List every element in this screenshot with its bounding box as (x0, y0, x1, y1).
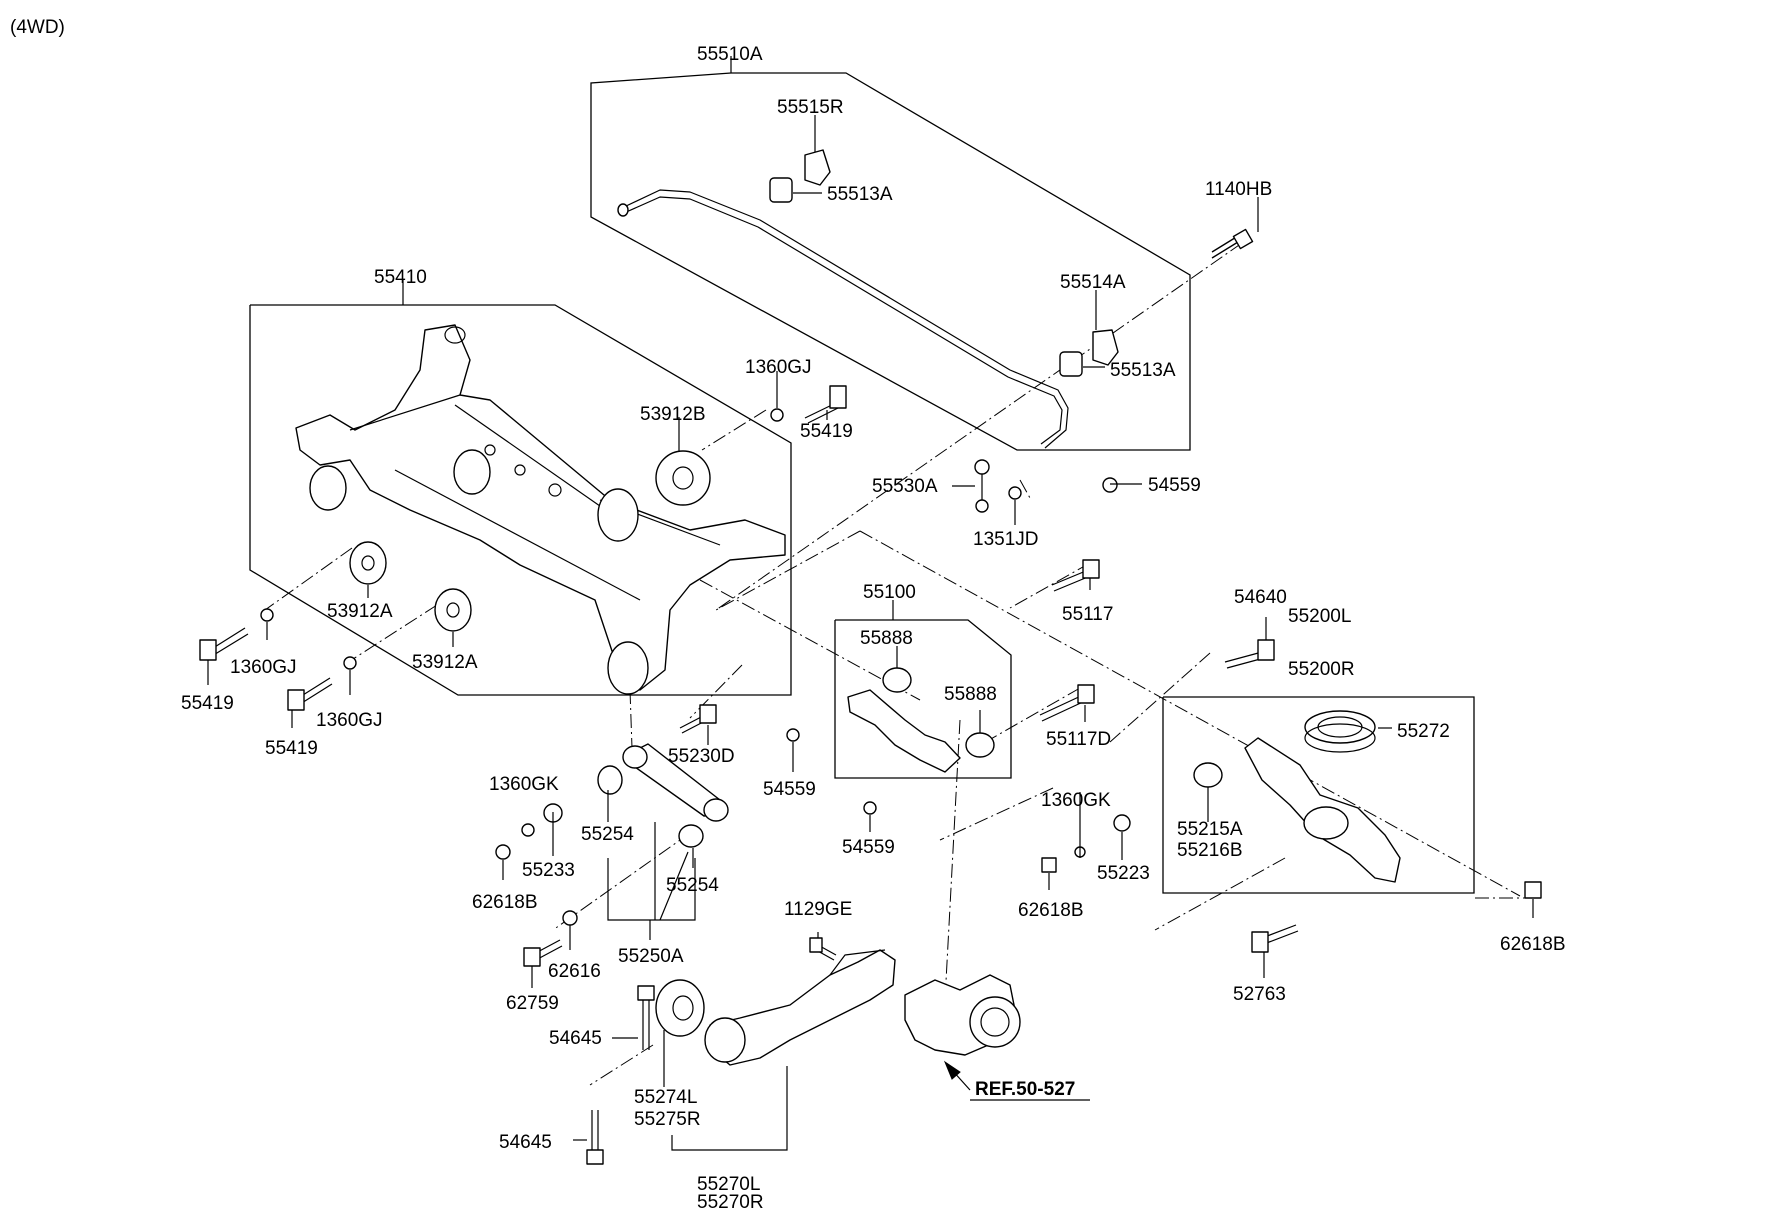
text-labels: (4WD) 55510A 55515R 55513A 1140HB 55514A… (10, 17, 1566, 1211)
bolt-55419-a (199, 608, 274, 661)
label-55530A: 55530A (872, 476, 938, 497)
label-55419-top: 55419 (800, 421, 853, 442)
label-1129GE: 1129GE (784, 899, 852, 920)
crossmember-bushing-53912B (655, 450, 711, 506)
label-1360GK-b: 1360GK (1041, 790, 1111, 811)
label-1351JD: 1351JD (973, 529, 1039, 550)
bolt-52763 (1251, 924, 1299, 953)
label-55513A-right: 55513A (1110, 360, 1176, 381)
group-boxes (249, 56, 1475, 1151)
label-52763: 52763 (1233, 984, 1286, 1005)
label-53912A-b: 53912A (412, 652, 478, 673)
label-55223: 55223 (1097, 863, 1150, 884)
crossmember-bushing-53912A-a (349, 541, 387, 585)
lower-arm-assy-box (1162, 696, 1475, 894)
bolt-1140HB (1211, 228, 1254, 259)
bolt-54640 (1224, 639, 1275, 669)
bolt-55419-top (770, 385, 847, 424)
label-53912A-a: 53912A (327, 601, 393, 622)
label-1360GK-a: 1360GK (489, 774, 559, 795)
label-55216B: 55216B (1177, 840, 1243, 861)
upper-arm-assy-box (834, 619, 1012, 779)
bolt-55419-b (287, 656, 357, 711)
bolt-55117D (1039, 684, 1095, 722)
label-55515R: 55515R (777, 97, 844, 118)
nut-62618B-b (1041, 857, 1057, 873)
label-1360GJ-b: 1360GJ (316, 710, 383, 731)
trailing-arm-bracket (671, 1066, 788, 1151)
stabilizer-assy-box (590, 72, 1191, 451)
crossmember-assy-box (249, 304, 792, 696)
label-55410: 55410 (374, 267, 427, 288)
stabilizer-link (974, 459, 1118, 513)
label-55200L: 55200L (1288, 606, 1351, 627)
label-1360GJ-a: 1360GJ (230, 657, 297, 678)
label-55888-b: 55888 (944, 684, 997, 705)
label-55250A: 55250A (618, 946, 684, 967)
label-55274L: 55274L (634, 1087, 697, 1108)
label-62618B-b: 62618B (1018, 900, 1084, 921)
label-55419-a: 55419 (181, 693, 234, 714)
label-55215A: 55215A (1177, 819, 1243, 840)
label-62616: 62616 (548, 961, 601, 982)
knuckle-hub (904, 974, 1021, 1056)
label-62618B-c: 62618B (1500, 934, 1566, 955)
bushing-55274L (655, 979, 705, 1037)
bolt-55117 (1051, 559, 1100, 592)
label-55270L: 55270L (697, 1174, 760, 1195)
lower-arm (1074, 737, 1401, 883)
assist-arm (495, 743, 729, 926)
label-55510A: 55510A (697, 44, 763, 65)
label-54645-b: 54645 (499, 1132, 552, 1153)
leader-lines (207, 115, 1534, 1141)
assist-arm-bracket (607, 858, 696, 921)
label-55272: 55272 (1397, 721, 1450, 742)
label-55100: 55100 (863, 582, 916, 603)
bolt-1129GE (809, 937, 837, 961)
label-55419-b: 55419 (265, 738, 318, 759)
label-54640: 54640 (1234, 587, 1287, 608)
label-62759: 62759 (506, 993, 559, 1014)
label-55117: 55117 (1062, 604, 1113, 625)
label-54645-a: 54645 (549, 1028, 602, 1049)
label-1360GJ-top: 1360GJ (745, 357, 812, 378)
trailing-arm (704, 949, 896, 1066)
reference-arrow (943, 1060, 1090, 1101)
label-55514A: 55514A (1060, 272, 1126, 293)
spring-seat-55272 (1304, 710, 1376, 753)
bolt-55230D (679, 704, 717, 734)
bolt-54645-b (586, 1110, 604, 1165)
bolt-54645-a (637, 985, 655, 1050)
label-55254-b: 55254 (666, 875, 719, 896)
stabilizer-bar (617, 189, 1069, 449)
label-54559-top: 54559 (1148, 475, 1201, 496)
label-54559-mid: 54559 (763, 779, 816, 800)
label-54559-low: 54559 (842, 837, 895, 858)
label-55888-a: 55888 (860, 628, 913, 649)
crossmember-bushing-53912A-b (434, 588, 472, 632)
nut-62618B-c (1524, 881, 1542, 899)
label-55230D: 55230D (668, 746, 735, 767)
label-55270R: 55270R (697, 1192, 764, 1211)
crossmember (295, 324, 786, 695)
label-55254-a: 55254 (581, 824, 634, 845)
variant-label: (4WD) (10, 17, 65, 38)
label-55200R: 55200R (1288, 659, 1355, 680)
label-55513A-top: 55513A (827, 184, 893, 205)
label-1140HB: 1140HB (1205, 179, 1272, 200)
reference-label[interactable]: REF.50-527 (975, 1079, 1075, 1100)
stabilizer-bushing-top (769, 149, 831, 203)
upper-arm (786, 667, 995, 815)
stabilizer-bushing-right (1059, 329, 1119, 377)
label-55275R: 55275R (634, 1109, 701, 1130)
label-62618B-a: 62618B (472, 892, 538, 913)
label-55233: 55233 (522, 860, 575, 881)
label-53912B: 53912B (640, 404, 706, 425)
label-55117D: 55117D (1046, 729, 1111, 750)
